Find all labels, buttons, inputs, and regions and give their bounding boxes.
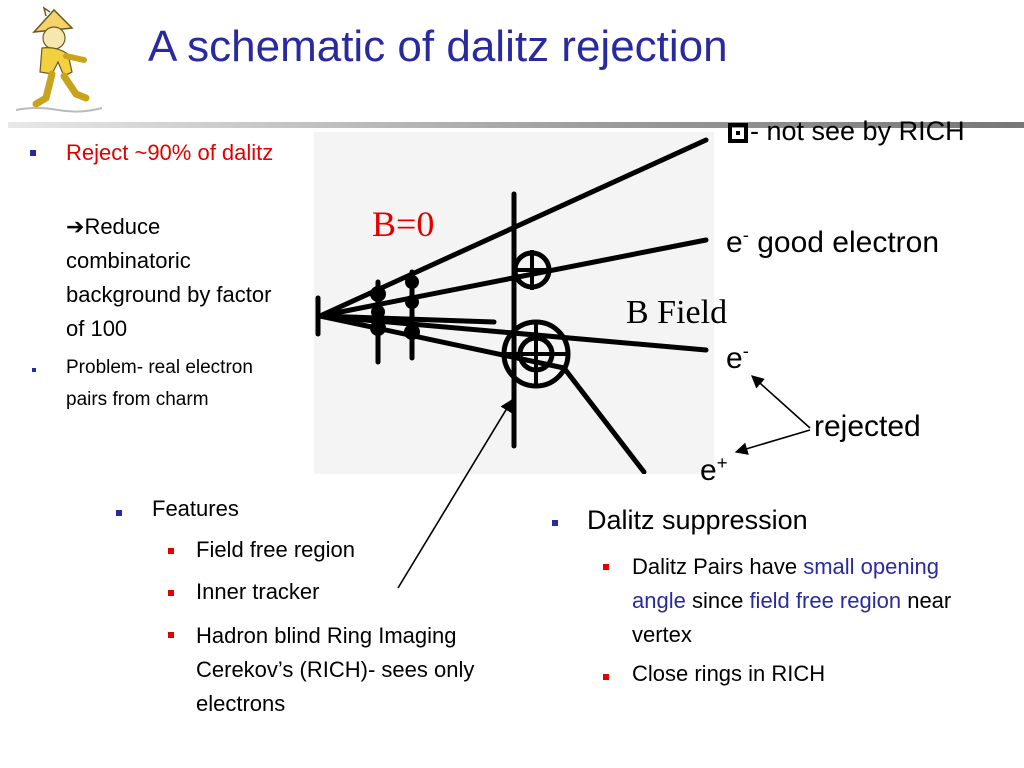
- right-arrow-icon: ➔: [66, 214, 85, 239]
- dalitz-item-2: Close rings in RICH: [632, 661, 826, 686]
- dalitz-schematic: B=0: [314, 132, 714, 474]
- bullet-icon: [116, 510, 122, 516]
- e-minus-label: e-: [726, 340, 749, 375]
- track-pair-b-bend: [561, 365, 647, 474]
- bullet-icon: [168, 632, 174, 638]
- bullet-icon: [32, 368, 36, 372]
- slide-title: A schematic of dalitz rejection: [148, 22, 728, 71]
- sub-reduce: ➔Reduce combinatoric background by facto…: [66, 214, 272, 341]
- feature-item-1: Field free region: [196, 537, 355, 562]
- b-field-label: B Field: [626, 294, 728, 331]
- bullet-reject: Reject ~90% of dalitz: [66, 140, 274, 165]
- rejected-label: rejected: [814, 410, 921, 443]
- bullet-icon: [168, 590, 174, 596]
- e-plus-label: e+: [700, 452, 728, 487]
- dalitz-item-1: Dalitz Pairs have small opening angle si…: [632, 554, 952, 647]
- bullet-problem: Problem- real electron pairs from charm: [66, 357, 253, 410]
- not-seen-label: - not see by RICH: [728, 116, 965, 147]
- bullet-icon: [552, 520, 558, 526]
- b-zero-label: B=0: [372, 204, 434, 244]
- rejected-arrow-up: [751, 375, 811, 429]
- feature-item-3: Hadron blind Ring Imaging Cerekov’s (RIC…: [196, 623, 475, 716]
- good-electron-label: e- good electron: [726, 224, 940, 259]
- feature-item-2: Inner tracker: [196, 579, 320, 604]
- features-heading: Features: [152, 496, 239, 521]
- cartoon-logo: [6, 2, 110, 116]
- rejected-arrow-down: [734, 429, 811, 455]
- bullet-icon: [168, 548, 174, 554]
- bullet-icon: [603, 564, 609, 570]
- bullet-icon: [603, 674, 609, 680]
- dalitz-heading: Dalitz suppression: [587, 505, 808, 535]
- rich-pointer-arrow: [397, 398, 513, 589]
- track-lower: [317, 313, 497, 325]
- title-divider: [8, 122, 1024, 128]
- square-icon: [728, 122, 748, 143]
- bullet-icon: [30, 150, 36, 156]
